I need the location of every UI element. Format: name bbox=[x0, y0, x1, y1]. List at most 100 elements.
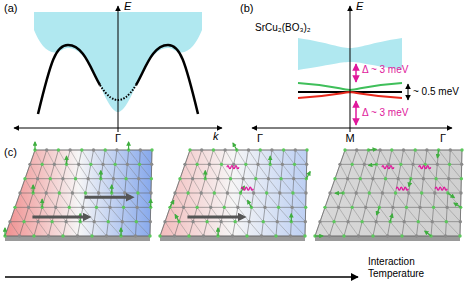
lattice-site bbox=[274, 234, 277, 237]
lattice-bond bbox=[292, 207, 305, 221]
lattice-site bbox=[22, 220, 25, 223]
spin-arrow bbox=[66, 156, 67, 164]
lattice-site bbox=[277, 206, 280, 209]
lattice-site bbox=[290, 206, 293, 209]
lattice-bond bbox=[126, 179, 138, 193]
lattice-bond bbox=[207, 222, 218, 236]
lattice-site bbox=[236, 206, 239, 209]
lattice-bond bbox=[218, 179, 228, 193]
lattice-bond bbox=[88, 179, 98, 193]
spin-arrow bbox=[368, 149, 376, 151]
lattice-site bbox=[292, 177, 295, 180]
lattice-site bbox=[135, 206, 138, 209]
lattice-site bbox=[248, 220, 251, 223]
lattice-bond bbox=[193, 179, 202, 193]
lattice-site bbox=[444, 234, 447, 237]
lattice-bond bbox=[437, 164, 448, 178]
lattice-site bbox=[343, 148, 346, 151]
lattice-bond bbox=[373, 179, 383, 193]
lattice-site bbox=[318, 220, 321, 223]
lattice-bond bbox=[205, 179, 214, 193]
spin-arrow bbox=[306, 172, 310, 179]
lattice-bond bbox=[160, 150, 190, 236]
lattice-bond bbox=[345, 150, 352, 164]
lattice-site bbox=[121, 220, 124, 223]
lattice-bond bbox=[224, 207, 235, 221]
lattice-bond bbox=[54, 164, 63, 178]
lattice-bond bbox=[356, 193, 366, 207]
lattice-site bbox=[173, 191, 176, 194]
lattice-bond bbox=[348, 222, 358, 236]
lattice-bond bbox=[94, 222, 106, 236]
lattice-site bbox=[195, 206, 198, 209]
lattice-site bbox=[289, 234, 292, 237]
lattice-bond bbox=[47, 150, 55, 164]
panel-letter: (c) bbox=[4, 146, 17, 159]
spin-arrow bbox=[128, 142, 129, 150]
lattice-bond bbox=[267, 193, 279, 207]
lattice-site bbox=[68, 148, 71, 151]
lattice-site bbox=[364, 206, 367, 209]
lattice-bond bbox=[368, 150, 376, 164]
splitting-label: ~ 0.5 meV bbox=[413, 86, 459, 98]
spin-arrow bbox=[315, 235, 323, 236]
lattice-site bbox=[8, 220, 11, 223]
lattice-site bbox=[134, 234, 137, 237]
lattice-bond bbox=[72, 193, 82, 207]
lattice-bond bbox=[243, 179, 253, 193]
lattice-bond bbox=[268, 179, 279, 193]
lattice-bond bbox=[272, 150, 282, 164]
spin-arrow bbox=[409, 179, 411, 187]
lattice-bond bbox=[450, 150, 461, 164]
panel-letter: (b) bbox=[240, 2, 253, 15]
lattice-bond bbox=[448, 193, 461, 207]
lattice-site bbox=[124, 177, 127, 180]
lattice-site bbox=[449, 148, 452, 151]
lattice-bond bbox=[80, 222, 92, 236]
lattice-bond bbox=[315, 150, 345, 236]
spin-arrow bbox=[34, 142, 35, 150]
lattice-bond bbox=[50, 179, 59, 193]
spin-arrow bbox=[248, 200, 252, 207]
lattice-site bbox=[61, 234, 64, 237]
axis-caption: Interaction bbox=[368, 256, 415, 268]
lattice-site bbox=[394, 191, 397, 194]
spin-arrow bbox=[377, 207, 380, 215]
lattice-bond bbox=[35, 150, 42, 164]
lattice-site bbox=[81, 206, 84, 209]
lattice-site bbox=[241, 177, 244, 180]
lattice-bond bbox=[46, 193, 56, 207]
lattice-site bbox=[57, 148, 60, 151]
lattice-bond bbox=[258, 164, 268, 178]
axis-tick: Γ bbox=[257, 132, 263, 145]
lattice-site bbox=[281, 163, 284, 166]
axis-label: E bbox=[356, 0, 363, 13]
lattice-bond bbox=[218, 150, 237, 236]
lattice-bond bbox=[435, 193, 447, 207]
gap-arrow bbox=[355, 64, 357, 82]
lattice-bond bbox=[376, 222, 387, 236]
lattice-bond bbox=[108, 222, 121, 236]
spin-arrow bbox=[111, 185, 112, 193]
lattice-bond bbox=[190, 150, 197, 164]
lattice-bond bbox=[139, 179, 151, 193]
lattice-bond bbox=[270, 164, 281, 178]
lattice-bond bbox=[129, 150, 140, 164]
lattice-bond bbox=[33, 193, 42, 207]
lattice-bond bbox=[197, 164, 205, 178]
lattice-site bbox=[381, 191, 384, 194]
lattice-site bbox=[407, 191, 410, 194]
lattice-bond bbox=[96, 207, 108, 221]
lattice-site bbox=[436, 163, 439, 166]
spin-arrow bbox=[100, 171, 101, 179]
lattice-bond bbox=[434, 207, 447, 221]
lattice-site bbox=[90, 234, 93, 237]
lattice-site bbox=[247, 148, 250, 151]
dispersion-curve bbox=[136, 45, 198, 114]
lattice-bond bbox=[254, 193, 265, 207]
lattice-bond bbox=[406, 207, 418, 221]
lattice-site bbox=[400, 234, 403, 237]
lattice-site bbox=[71, 191, 74, 194]
lattice-bond bbox=[201, 193, 211, 207]
lattice-site bbox=[195, 163, 198, 166]
